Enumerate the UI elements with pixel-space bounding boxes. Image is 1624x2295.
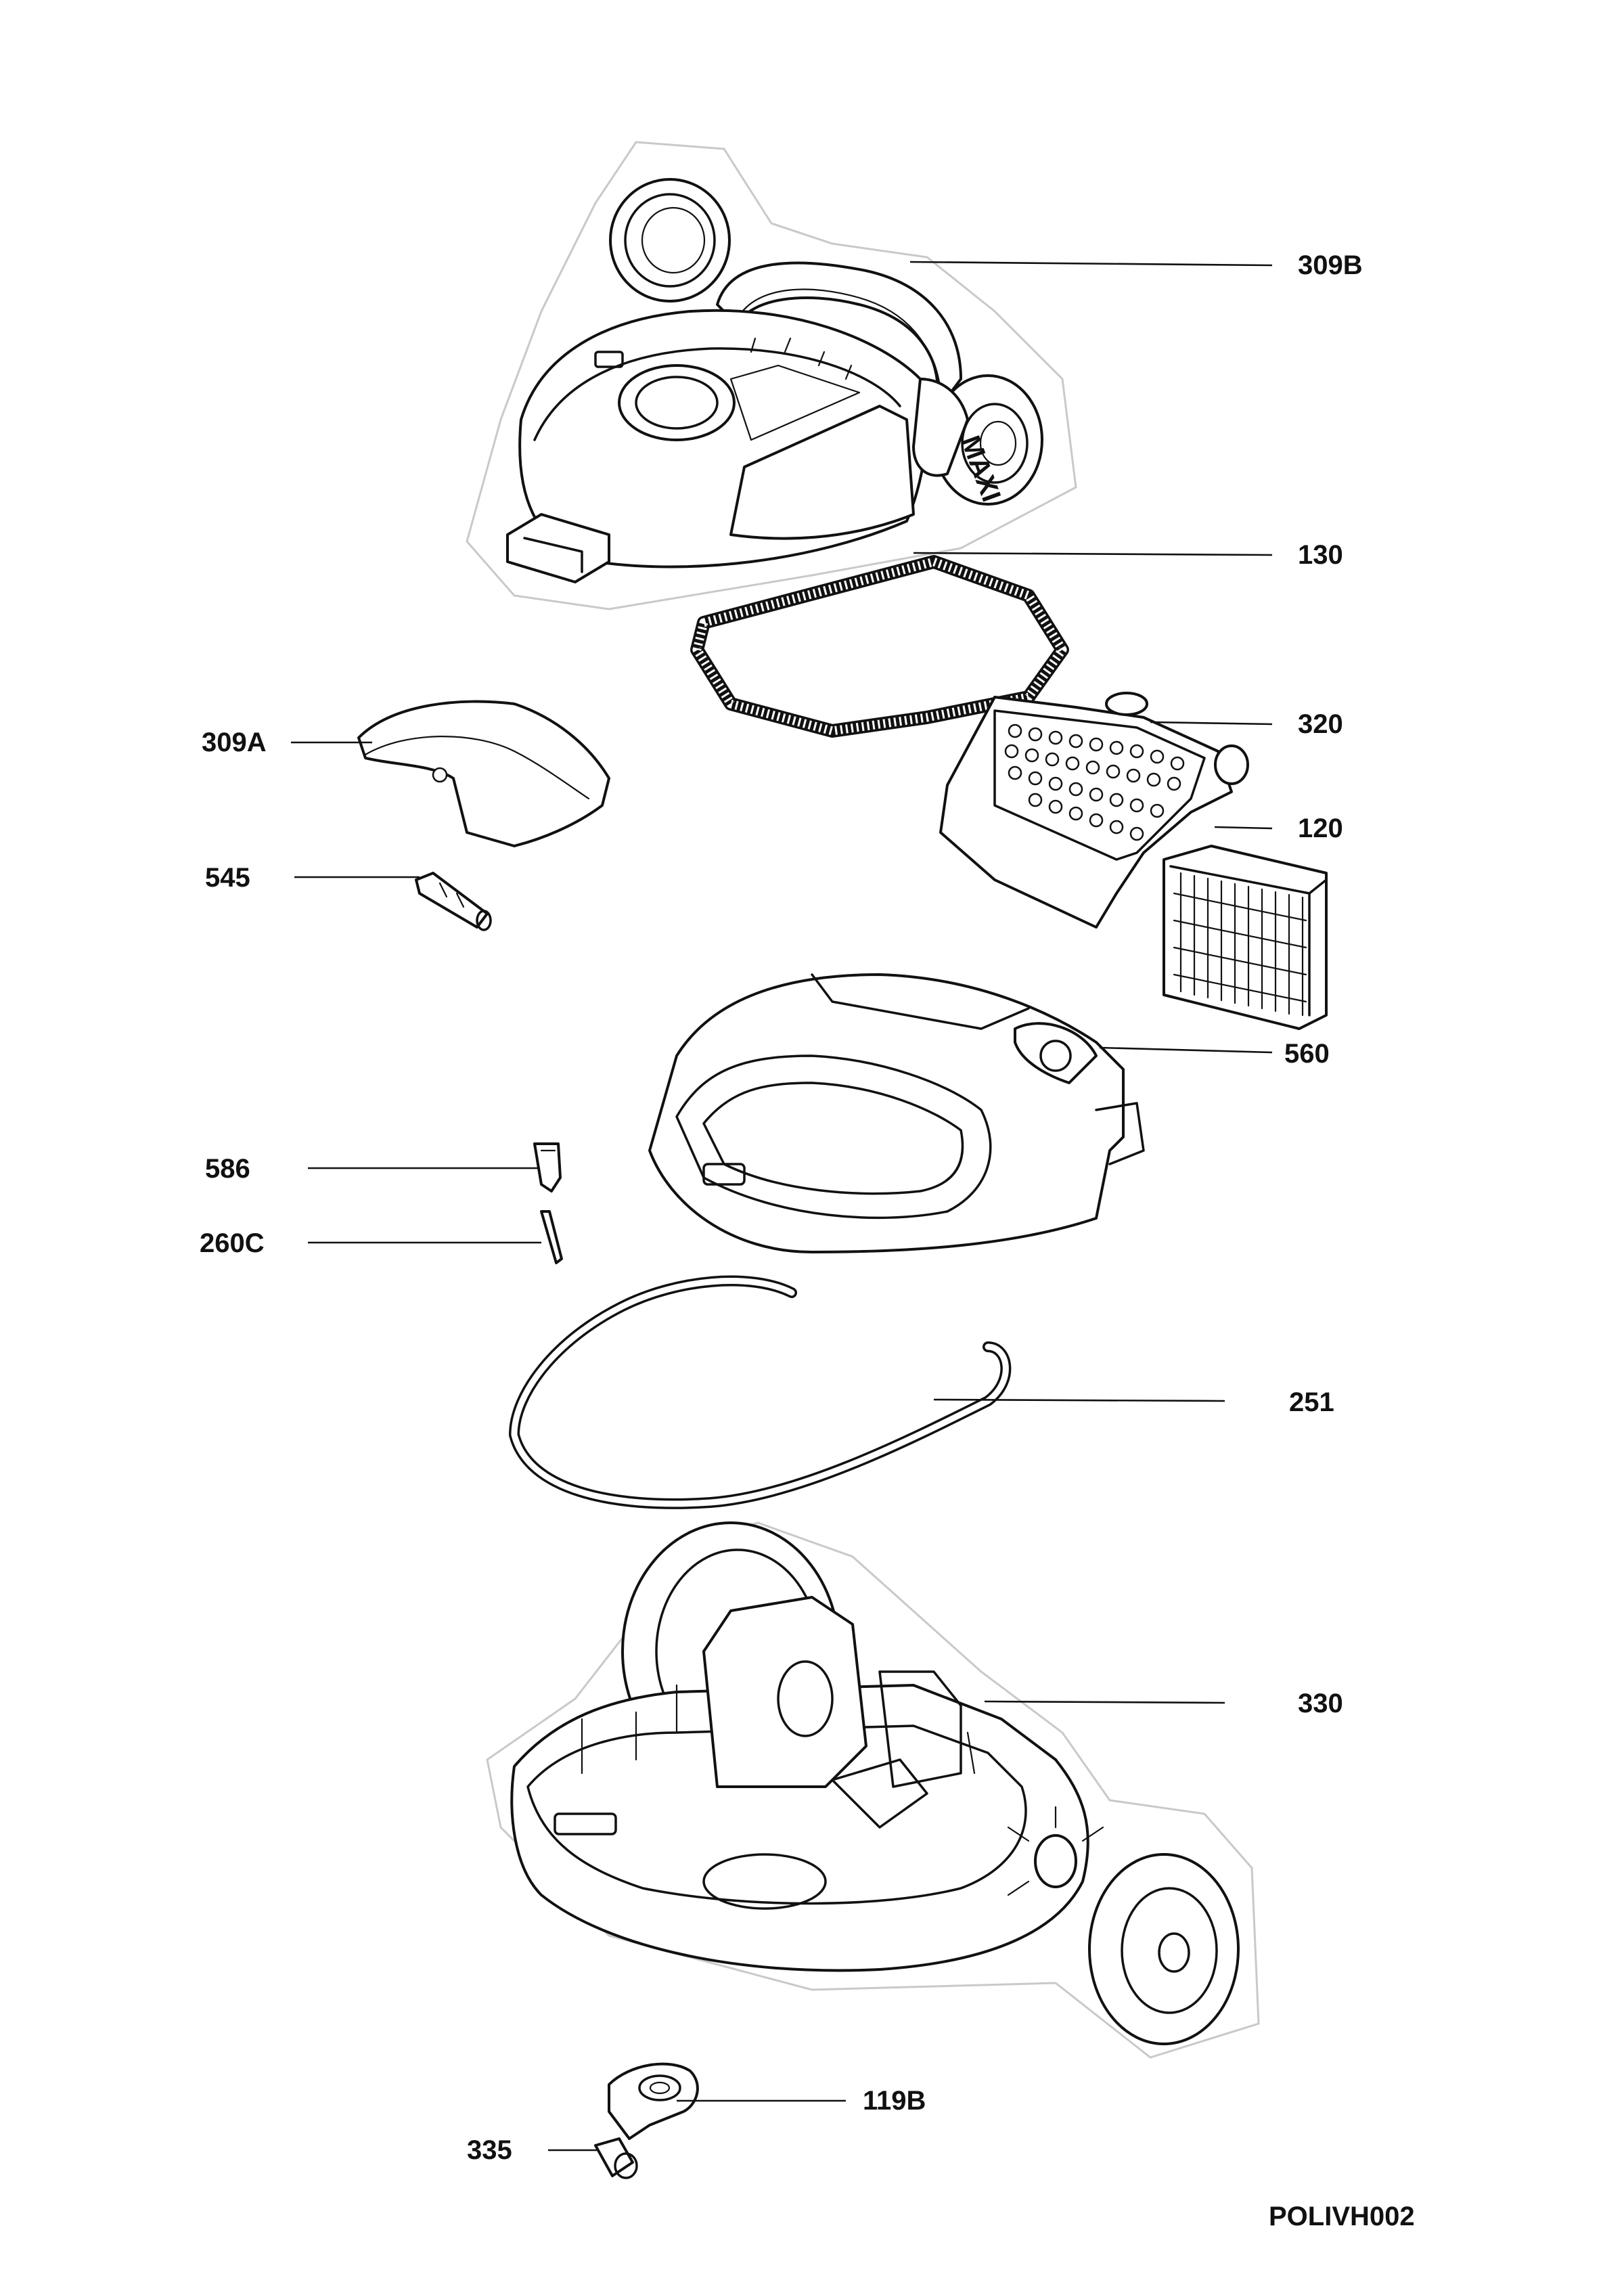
gasket-130: [690, 555, 1069, 738]
label-309b: 309B: [1298, 250, 1363, 280]
label-251: 251: [1289, 1387, 1334, 1417]
cover-309a: [357, 700, 610, 847]
filter-pleats: [1173, 872, 1307, 1017]
label-545: 545: [205, 863, 250, 893]
label-335: 335: [467, 2135, 512, 2165]
pin-545: [415, 872, 492, 931]
part-labels: 309B 130 309A 320 545 120 560 586 260C 2…: [200, 250, 1363, 2165]
label-560: 560: [1284, 1039, 1330, 1069]
label-586: 586: [205, 1154, 250, 1184]
label-309a: 309A: [202, 728, 267, 757]
seal-251: [509, 1275, 1012, 1509]
top-cover-309b: MAXI: [466, 141, 1077, 610]
grille-holes: [1004, 723, 1185, 841]
hepa-filter-120: [1163, 845, 1328, 1030]
filter-grille-320: [939, 692, 1249, 929]
spring-260c: [540, 1210, 563, 1264]
label-260c: 260C: [200, 1228, 265, 1258]
label-120: 120: [1298, 814, 1343, 843]
label-320: 320: [1298, 709, 1343, 739]
housing-560: [648, 973, 1145, 1253]
label-119b: 119B: [863, 2086, 926, 2116]
caster-119b: [608, 2062, 699, 2140]
label-330: 330: [1298, 1689, 1343, 1718]
wheel-335: [594, 2137, 638, 2179]
label-130: 130: [1298, 540, 1343, 570]
drawing-code: POLIVH002: [1269, 2202, 1415, 2231]
leader-lines: [291, 261, 1273, 2152]
clip-586: [533, 1142, 562, 1193]
base-330: [486, 1521, 1260, 2059]
